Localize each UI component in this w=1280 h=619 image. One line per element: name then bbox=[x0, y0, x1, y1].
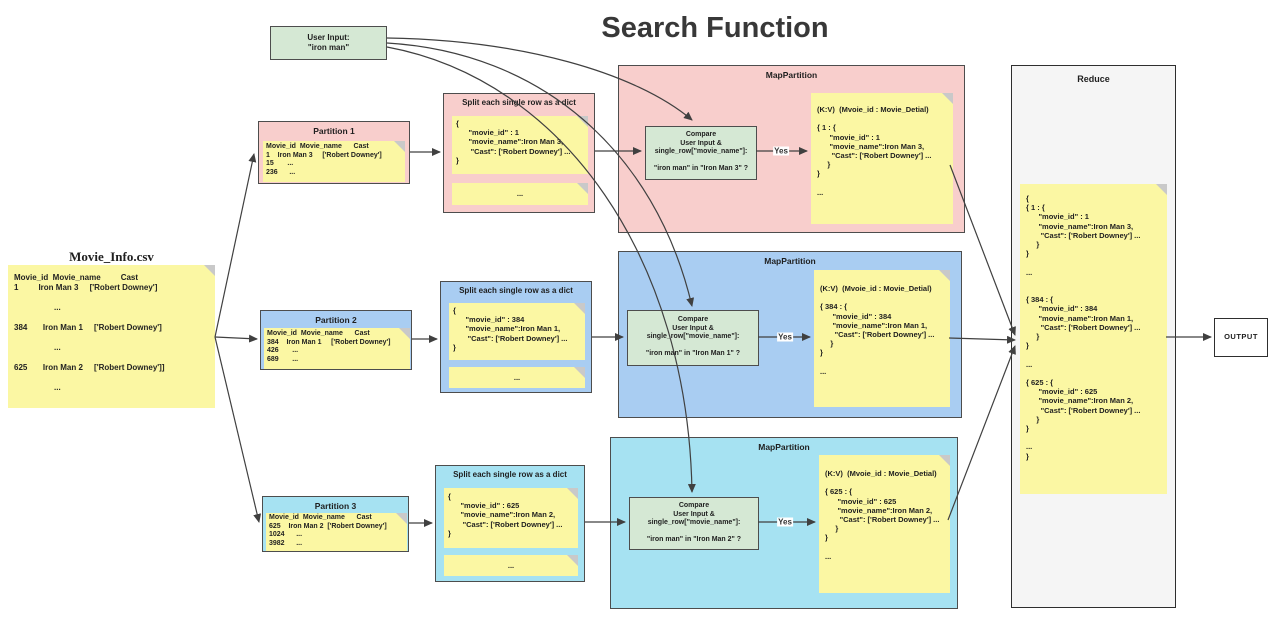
yes-label-2: Yes bbox=[777, 332, 793, 342]
partition-box-1: Partition 1 Movie_id Movie_name Cast 1 I… bbox=[258, 121, 410, 184]
split-box-2: Split each single row as a dict { "movie… bbox=[440, 281, 592, 393]
compare-text-2: Compare User Input & single_row["movie_n… bbox=[645, 316, 741, 358]
kv-text-1: (K:V) (Mvoie_id : Movie_Detial) { 1 : { … bbox=[817, 105, 932, 197]
split-dict-1: { "movie_id" : 1 "movie_name":Iron Man 3… bbox=[456, 119, 571, 165]
partition-title-3: Partition 3 bbox=[314, 501, 357, 511]
page-title: Search Function bbox=[601, 12, 829, 44]
split-more-2: ... bbox=[513, 373, 521, 382]
source-csv-table: Movie_id Movie_name Cast 1 Iron Man 3 ['… bbox=[14, 273, 165, 392]
split-box-3: Split each single row as a dict { "movie… bbox=[435, 465, 585, 582]
reduce-note: { { 1 : { "movie_id" : 1 "movie_name":Ir… bbox=[1020, 184, 1167, 494]
split-title-1: Split each single row as a dict bbox=[462, 98, 576, 107]
split-note-dict-2: { "movie_id" : 384 "movie_name":Iron Man… bbox=[449, 303, 585, 360]
reduce-title: Reduce bbox=[1077, 74, 1110, 84]
partition-rows-2: Movie_id Movie_name Cast 384 Iron Man 1 … bbox=[267, 330, 391, 363]
user-input-label: User Input: "iron man" bbox=[307, 33, 350, 52]
compare-node-2: Compare User Input & single_row["movie_n… bbox=[627, 310, 759, 366]
partition-note-2: Movie_id Movie_name Cast 384 Iron Man 1 … bbox=[264, 328, 410, 369]
partition-note-3: Movie_id Movie_name Cast 625 Iron Man 2 … bbox=[266, 513, 407, 551]
reduce-result: { { 1 : { "movie_id" : 1 "movie_name":Ir… bbox=[1026, 194, 1141, 461]
map-partition-box-1: MapPartition Compare User Input & single… bbox=[618, 65, 965, 233]
yes-label-3: Yes bbox=[777, 517, 793, 527]
split-note-dict-3: { "movie_id" : 625 "movie_name":Iron Man… bbox=[444, 488, 578, 548]
source-csv-title: Movie_Info.csv bbox=[69, 249, 154, 264]
partition-note-1: Movie_id Movie_name Cast 1 Iron Man 3 ['… bbox=[263, 141, 405, 182]
kv-note-2: (K:V) (Mvoie_id : Movie_Detial) { 384 : … bbox=[814, 270, 950, 407]
split-more-1: ... bbox=[516, 189, 524, 198]
partition-box-2: Partition 2 Movie_id Movie_name Cast 384… bbox=[260, 310, 412, 370]
compare-node-3: Compare User Input & single_row["movie_n… bbox=[629, 497, 759, 550]
map-partition-title-3: MapPartition bbox=[758, 442, 810, 452]
split-title-3: Split each single row as a dict bbox=[453, 470, 567, 479]
split-dict-2: { "movie_id" : 384 "movie_name":Iron Man… bbox=[453, 306, 568, 352]
partition-title-2: Partition 2 bbox=[315, 315, 357, 325]
split-title-2: Split each single row as a dict bbox=[459, 286, 573, 295]
map-partition-title-1: MapPartition bbox=[765, 70, 818, 80]
compare-text-1: Compare User Input & single_row["movie_n… bbox=[653, 131, 749, 173]
user-input-node: User Input: "iron man" bbox=[270, 26, 387, 60]
kv-note-1: (K:V) (Mvoie_id : Movie_Detial) { 1 : { … bbox=[811, 93, 953, 224]
kv-note-3: (K:V) (Mvoie_id : Movie_Detial) { 625 : … bbox=[819, 455, 950, 593]
split-box-1: Split each single row as a dict { "movie… bbox=[443, 93, 595, 213]
compare-node-1: Compare User Input & single_row["movie_n… bbox=[645, 126, 757, 180]
partition-rows-3: Movie_id Movie_name Cast 625 Iron Man 2 … bbox=[269, 514, 387, 547]
source-csv-note: Movie_id Movie_name Cast 1 Iron Man 3 ['… bbox=[8, 265, 215, 408]
split-dict-3: { "movie_id" : 625 "movie_name":Iron Man… bbox=[448, 492, 563, 538]
partition-box-3: Partition 3 Movie_id Movie_name Cast 625… bbox=[262, 496, 409, 552]
split-more-3: ... bbox=[507, 561, 515, 570]
kv-text-2: (K:V) (Mvoie_id : Movie_Detial) { 384 : … bbox=[820, 284, 935, 376]
compare-text-3: Compare User Input & single_row["movie_n… bbox=[646, 502, 742, 544]
split-note-more-1: ... bbox=[452, 183, 588, 205]
split-note-more-3: ... bbox=[444, 555, 578, 576]
map-partition-title-2: MapPartition bbox=[764, 256, 816, 266]
split-note-more-2: ... bbox=[449, 367, 585, 388]
yes-label-1: Yes bbox=[773, 146, 789, 156]
split-note-dict-1: { "movie_id" : 1 "movie_name":Iron Man 3… bbox=[452, 116, 588, 174]
partition-title-1: Partition 1 bbox=[313, 126, 355, 136]
output-node: OUTPUT bbox=[1214, 318, 1268, 357]
reduce-box: Reduce { { 1 : { "movie_id" : 1 "movie_n… bbox=[1011, 65, 1176, 608]
partition-rows-1: Movie_id Movie_name Cast 1 Iron Man 3 ['… bbox=[266, 143, 382, 176]
kv-text-3: (K:V) (Mvoie_id : Movie_Detial) { 625 : … bbox=[825, 469, 940, 561]
output-label: OUTPUT bbox=[1224, 332, 1258, 341]
